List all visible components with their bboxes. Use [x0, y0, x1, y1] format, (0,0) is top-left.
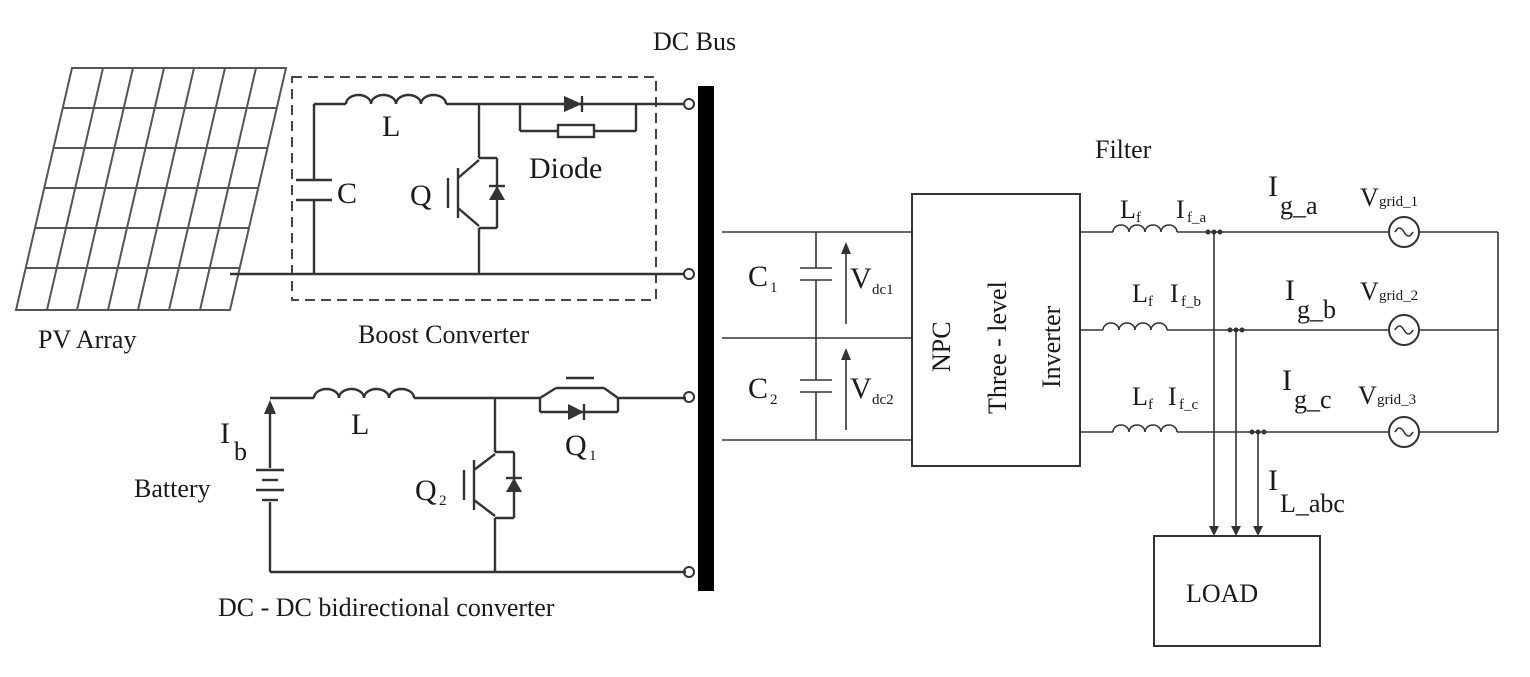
Ig-b-label: I — [1285, 274, 1295, 307]
dc-link-capacitors — [722, 231, 912, 441]
Ib-label: I — [220, 417, 230, 450]
boost-L-label: L — [382, 110, 400, 143]
Q1-sub: 1 — [589, 448, 597, 464]
bidir-L-label: L — [351, 408, 369, 441]
load-label: LOAD — [1186, 579, 1258, 608]
Lf-c-sub: f — [1148, 397, 1153, 413]
IL-abc-label: I — [1268, 464, 1278, 497]
If-a-sub: f_a — [1187, 210, 1206, 226]
If-b-label: I — [1170, 279, 1179, 308]
pv-array-label: PV Array — [38, 325, 136, 354]
Ib-sub: b — [234, 437, 247, 466]
Vgrid3-sub: grid_3 — [1377, 392, 1416, 408]
Vdc1-sub: dc1 — [872, 282, 894, 298]
Ig-c-sub: g_c — [1294, 385, 1332, 414]
Lf-a-label: L — [1120, 195, 1136, 224]
three-level-label: Three - level — [983, 281, 1012, 414]
Lf-b-sub: f — [1148, 294, 1153, 310]
Ig-a-sub: g_a — [1280, 191, 1318, 220]
load-box — [1153, 535, 1321, 647]
dc-bus-terminals — [683, 98, 695, 578]
battery-label: Battery — [134, 474, 211, 503]
Vdc1-label: V — [850, 262, 872, 295]
boost-C-label: C — [337, 177, 357, 210]
boost-Q-label: Q — [410, 179, 432, 212]
dc-bus-label: DC Bus — [653, 27, 736, 56]
If-b-sub: f_b — [1181, 294, 1201, 310]
If-c-sub: f_c — [1179, 397, 1198, 413]
filter-label: Filter — [1095, 135, 1152, 164]
ac-output-wiring — [1080, 216, 1499, 536]
diode-label: Diode — [529, 152, 602, 185]
boost-converter-label: Boost Converter — [358, 320, 529, 349]
Q2-label: Q — [415, 474, 437, 507]
If-c-label: I — [1168, 382, 1177, 411]
npc-inverter-box — [911, 193, 1081, 467]
Ig-c-label: I — [1282, 364, 1292, 397]
If-a-label: I — [1176, 195, 1185, 224]
Q2-sub: 2 — [439, 493, 447, 509]
bidirectional-converter-wiring — [256, 376, 686, 574]
Vgrid1-sub: grid_1 — [1379, 194, 1418, 210]
C1-sub: 1 — [770, 280, 778, 296]
boost-converter-box — [291, 76, 657, 301]
C2-label: C — [748, 372, 768, 405]
dcdc-label: DC - DC bidirectional converter — [218, 593, 555, 622]
boost-converter-wiring — [230, 93, 686, 276]
Lf-c-label: L — [1132, 382, 1148, 411]
Ig-b-sub: g_b — [1297, 295, 1336, 324]
Lf-b-label: L — [1132, 279, 1148, 308]
Vgrid2-sub: grid_2 — [1379, 288, 1418, 304]
Vgrid3-label: V — [1358, 381, 1377, 410]
Lf-a-sub: f — [1136, 210, 1141, 226]
C1-label: C — [748, 260, 768, 293]
Vdc2-label: V — [850, 372, 872, 405]
npc-label: NPC — [927, 321, 956, 372]
dc-bus-bar — [698, 86, 714, 591]
Q1-label: Q — [565, 429, 587, 462]
Ig-a-label: I — [1268, 170, 1278, 203]
inverter-label: Inverter — [1037, 305, 1066, 388]
Vgrid1-label: V — [1360, 183, 1379, 212]
C2-sub: 2 — [770, 392, 778, 408]
Vdc2-sub: dc2 — [872, 392, 894, 408]
IL-abc-sub: L_abc — [1280, 489, 1345, 518]
Vgrid2-label: V — [1360, 277, 1379, 306]
pv-array — [14, 67, 288, 311]
